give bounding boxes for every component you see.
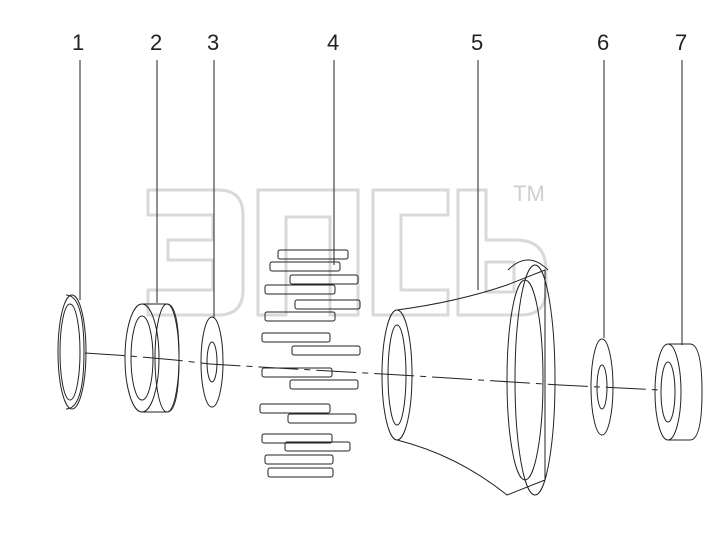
callout-7: 7: [675, 30, 688, 55]
leader-lines: [79, 60, 683, 345]
washer-part-2: [590, 338, 614, 436]
callout-6: 6: [597, 30, 610, 55]
bearing-part: [124, 303, 180, 413]
callout-4: 4: [327, 30, 340, 55]
callout-3: 3: [207, 30, 220, 55]
bearing-part-2: [654, 343, 703, 441]
callout-5: 5: [471, 30, 484, 55]
hub-part: [381, 259, 556, 496]
watermark-logo: [146, 188, 548, 317]
washer-part: [200, 316, 224, 408]
callout-1: 1: [72, 30, 85, 55]
seal-ring-part: [57, 294, 87, 410]
center-axis: [84, 352, 661, 391]
bolt-set-part: [259, 249, 361, 478]
callout-2: 2: [150, 30, 163, 55]
trademark-mark: TM: [513, 181, 545, 206]
